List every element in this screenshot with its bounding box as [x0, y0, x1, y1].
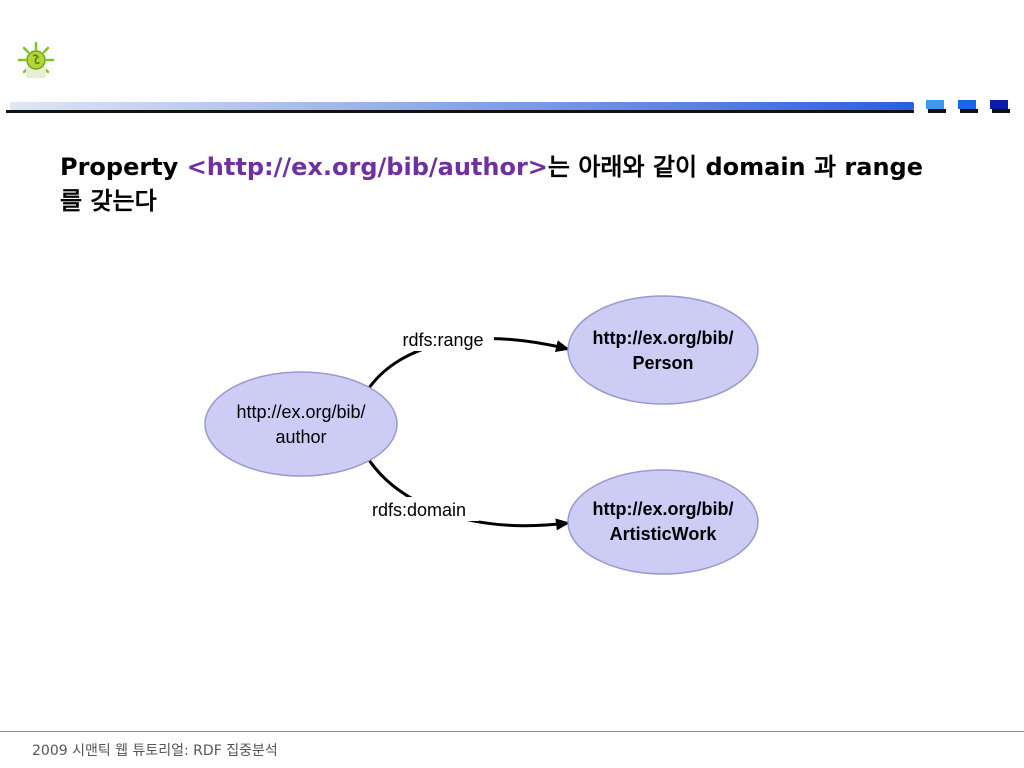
header-square-3: [990, 100, 1010, 114]
header-square-2: [958, 100, 978, 114]
footer-divider: [0, 731, 1024, 732]
edge-label-domain: rdfs:domain: [372, 500, 466, 520]
edge-label-range: rdfs:range: [402, 330, 483, 350]
domain-label-bg: [359, 497, 479, 521]
title-prefix: Property: [60, 153, 187, 181]
sun-logo-icon: [17, 41, 55, 79]
title-property-uri: <http://ex.org/bib/author>: [186, 153, 548, 181]
footer-text: 2009 시맨틱 웹 튜토리얼: RDF 집중분석: [32, 743, 278, 759]
node-author: http://ex.org/bib/ author: [204, 371, 398, 477]
node-person-line1: http://ex.org/bib/: [593, 328, 734, 348]
slide-title: Property <http://ex.org/bib/author>는 아래와…: [60, 150, 940, 218]
node-artistic-work-line2: ArtisticWork: [610, 524, 718, 544]
node-author-line1: http://ex.org/bib/: [236, 402, 365, 422]
title-suffix: 는 아래와 같이 domain 과 range를 갖는다: [60, 153, 924, 215]
header-square-1: [926, 100, 946, 114]
node-person-line2: Person: [632, 353, 693, 373]
node-author-line2: author: [275, 427, 326, 447]
node-artistic-work-line1: http://ex.org/bib/: [593, 499, 734, 519]
node-artistic-work: http://ex.org/bib/ ArtisticWork: [567, 469, 759, 575]
header-divider-bar: [6, 100, 914, 114]
node-person: http://ex.org/bib/ Person: [567, 295, 759, 405]
range-label-bg: [390, 327, 494, 351]
